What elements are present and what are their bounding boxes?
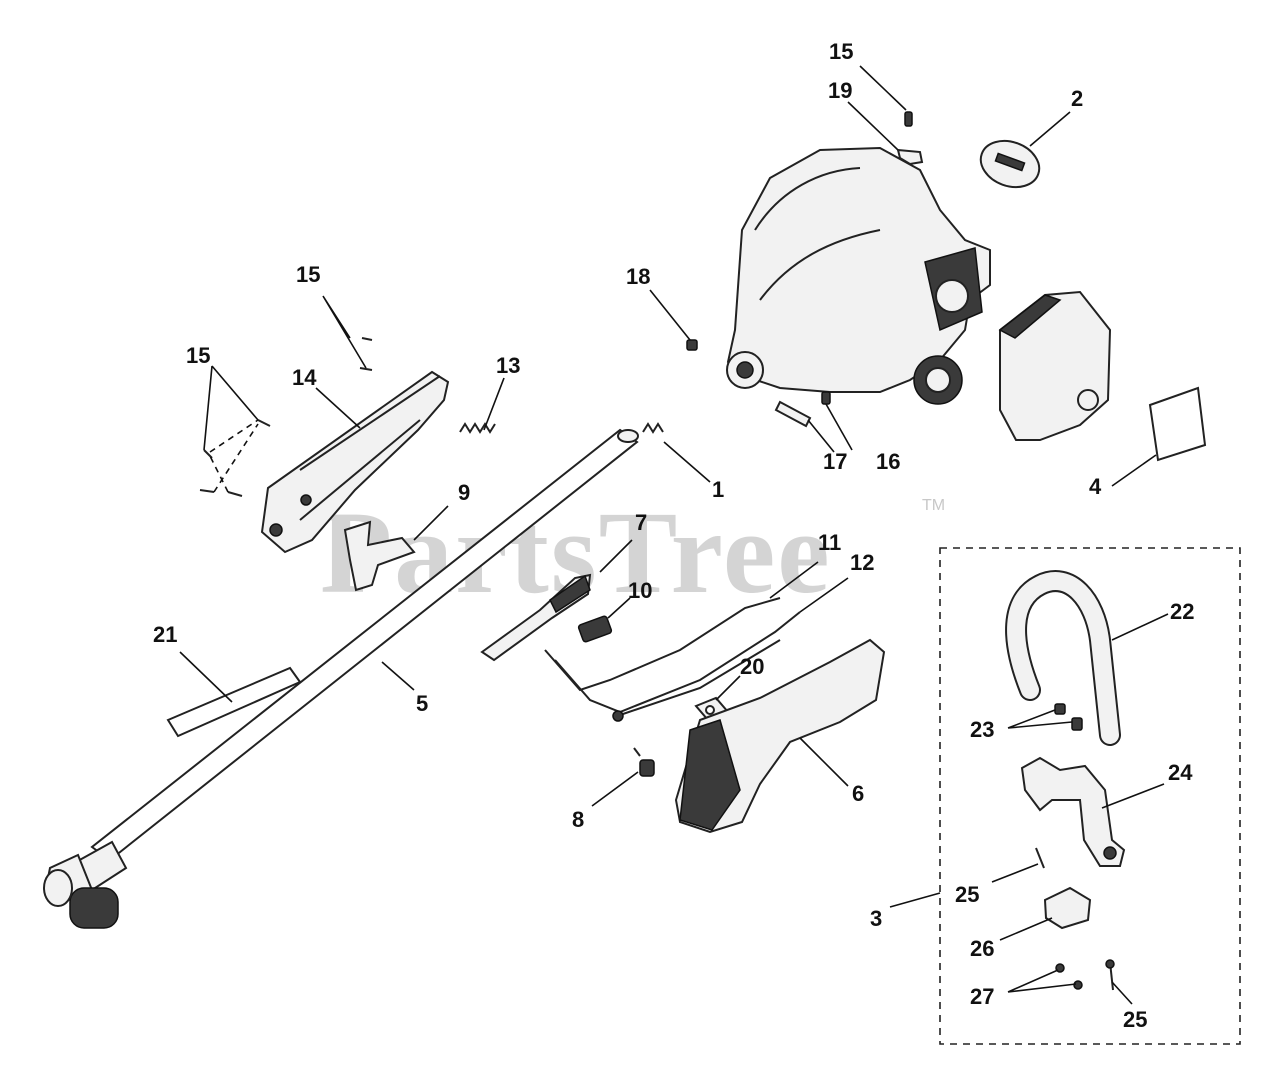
part-14-handle-housing <box>260 370 450 554</box>
label-part-6: 6 <box>852 781 864 806</box>
part-23-screws <box>1054 703 1083 731</box>
part-6-grip-cover <box>674 638 886 834</box>
label-part-3: 3 <box>870 906 882 931</box>
part-1-spring <box>642 422 664 434</box>
label-part-18: 18 <box>626 264 650 289</box>
label-part-25-a: 25 <box>955 882 979 907</box>
leader-lines <box>179 65 1169 1005</box>
part-8-nut <box>633 747 655 777</box>
part-22-loop-handle <box>1005 570 1121 746</box>
label-part-17: 17 <box>823 449 847 474</box>
label-part-11: 11 <box>818 530 841 555</box>
label-part-20: 20 <box>740 654 764 679</box>
part-10-switch <box>577 615 613 643</box>
part-11-12-cables <box>544 597 801 722</box>
label-part-13: 13 <box>496 353 520 378</box>
label-part-14: 14 <box>292 365 317 390</box>
label-part-8: 8 <box>572 807 584 832</box>
part-24-handle-bracket <box>1020 756 1126 867</box>
part-5-shaft-tube <box>43 428 639 929</box>
label-part-2: 2 <box>1071 86 1083 111</box>
part-17-pin <box>774 400 812 428</box>
part-4-decal <box>1148 386 1207 462</box>
label-part-24: 24 <box>1168 760 1193 785</box>
part-7-throttle-grip <box>480 573 592 662</box>
part-16-screw <box>821 391 831 405</box>
label-part-23: 23 <box>970 717 994 742</box>
label-part-21: 21 <box>153 622 177 647</box>
label-part-9: 9 <box>458 480 470 505</box>
part-25-bolt-upper <box>1035 847 1045 869</box>
part-13-spring <box>459 422 496 434</box>
part-25-bolt-lower <box>1105 959 1115 991</box>
label-part-5: 5 <box>416 691 428 716</box>
label-part-4: 4 <box>1089 474 1102 499</box>
part-21-decal <box>166 666 302 738</box>
label-part-19: 19 <box>828 78 852 103</box>
part-19-clip <box>896 148 924 166</box>
watermark-trademark: TM <box>922 497 945 514</box>
label-part-7: 7 <box>635 510 647 535</box>
kit-3-box <box>939 547 1241 1045</box>
label-part-15-a: 15 <box>296 262 320 287</box>
label-part-15-c: 15 <box>829 39 853 64</box>
label-part-22: 22 <box>1170 599 1194 624</box>
engine-assembly <box>686 111 1041 428</box>
label-part-12: 12 <box>850 550 874 575</box>
label-part-15-b: 15 <box>186 343 210 368</box>
label-part-25-b: 25 <box>1123 1007 1147 1032</box>
part-9-trigger <box>343 520 416 592</box>
label-part-10: 10 <box>628 578 652 603</box>
part-26-clamp <box>1043 886 1092 930</box>
label-part-16: 16 <box>876 449 900 474</box>
label-part-26: 26 <box>970 936 994 961</box>
label-part-27: 27 <box>970 984 994 1009</box>
air-cleaner-cover <box>998 290 1112 441</box>
part-15-screw-top <box>904 111 913 127</box>
label-part-1: 1 <box>712 477 724 502</box>
part-18-nut <box>686 339 698 351</box>
part-15-screws-left <box>199 337 373 497</box>
